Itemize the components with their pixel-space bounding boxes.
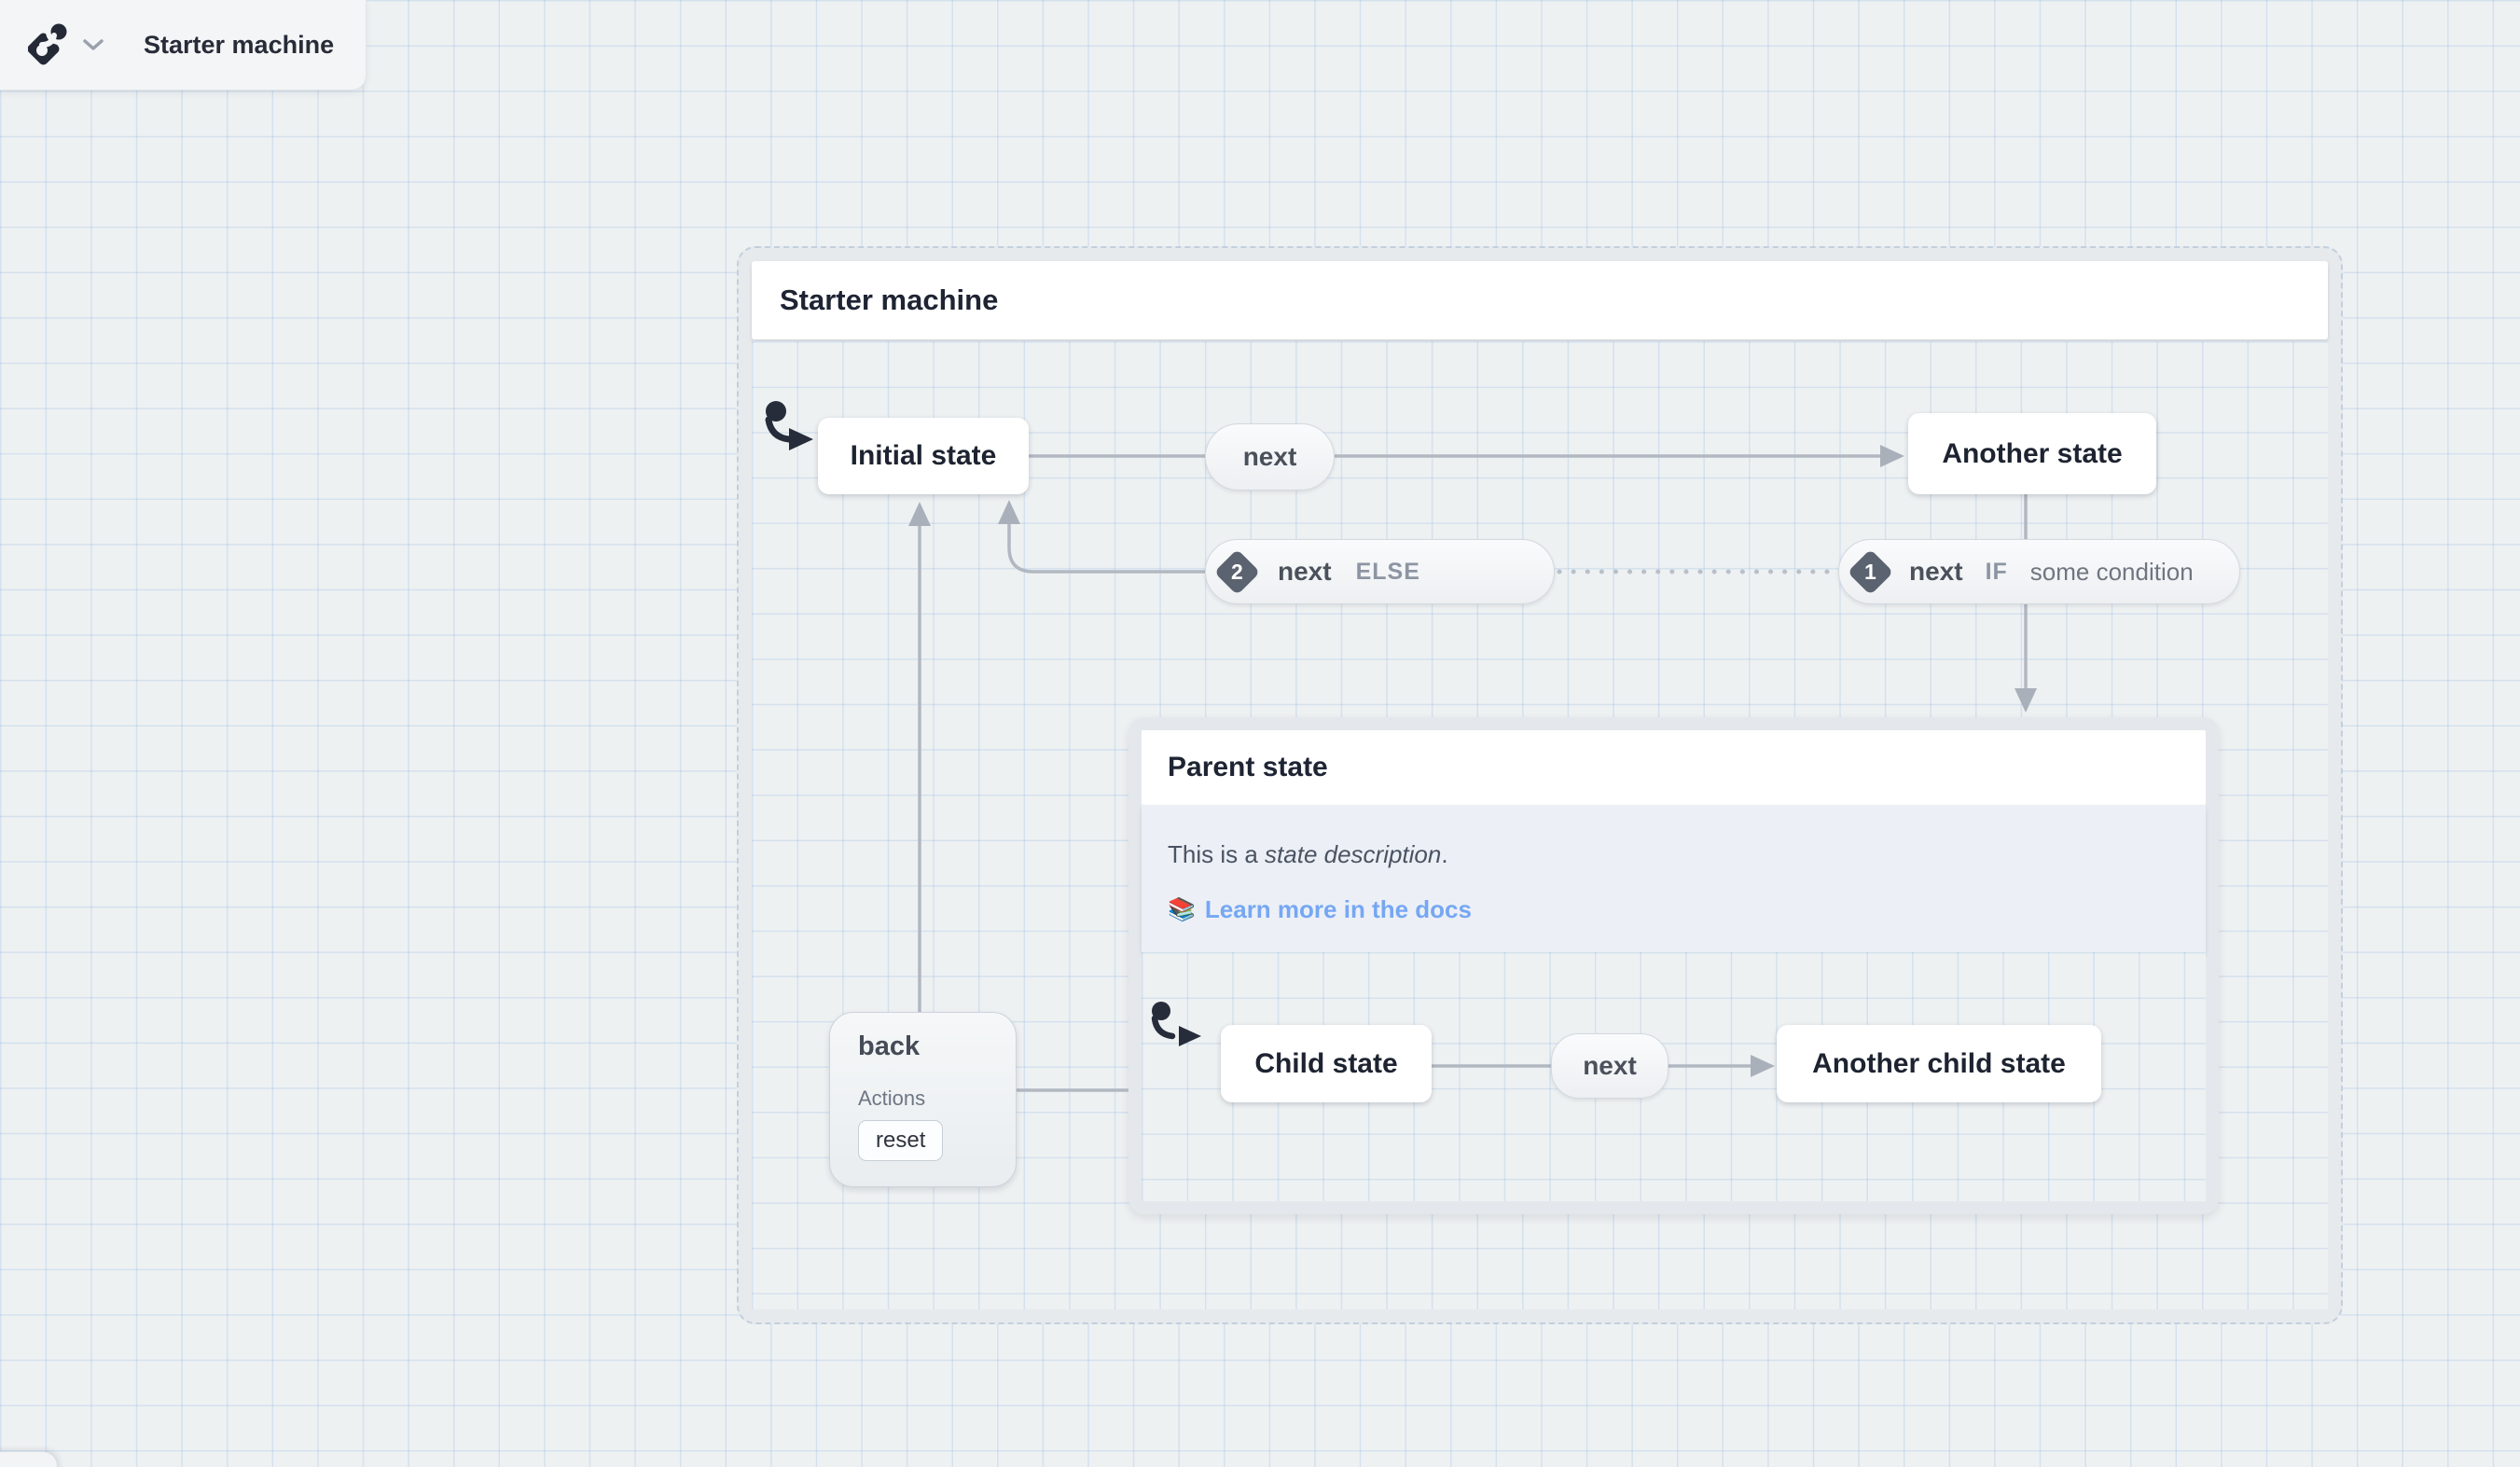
guard-keyword: ELSE <box>1355 558 1420 585</box>
transition-child-next[interactable]: next <box>1551 1033 1668 1099</box>
event-label: next <box>1583 1051 1637 1080</box>
state-child[interactable]: Child state <box>1221 1025 1432 1102</box>
app-header[interactable]: Starter machine <box>0 0 367 90</box>
transition-next-if[interactable]: 1 next IF some condition <box>1838 539 2240 604</box>
machine-card-title: Starter machine <box>780 284 999 316</box>
state-initial[interactable]: Initial state <box>818 418 1029 494</box>
state-parent[interactable]: Parent state This is a state description… <box>1128 717 2219 1214</box>
guard-condition: some condition <box>2029 557 2194 586</box>
state-another-child[interactable]: Another child state <box>1777 1025 2101 1102</box>
state-another[interactable]: Another state <box>1908 413 2156 494</box>
state-parent-description: This is a state description. 📚 Learn mor… <box>1142 805 2206 952</box>
description-text: This is a state description. <box>1168 840 1448 868</box>
event-label: next <box>1909 557 1963 586</box>
action-reset-chip[interactable]: reset <box>858 1120 944 1161</box>
guard-keyword: IF <box>1985 558 2008 585</box>
event-label: back <box>858 1031 921 1061</box>
transition-order-badge: 2 <box>1213 548 1261 595</box>
docs-link[interactable]: Learn more in the docs <box>1204 895 1472 923</box>
machine-selector-title[interactable]: Starter machine <box>144 30 335 59</box>
transition-back[interactable]: back Actions reset <box>829 1012 1017 1187</box>
transition-order-badge: 1 <box>1847 548 1894 595</box>
state-parent-header[interactable]: Parent state <box>1142 730 2206 805</box>
actions-label: Actions <box>858 1086 926 1110</box>
books-icon: 📚 <box>1168 897 1196 922</box>
chevron-down-icon[interactable] <box>82 37 104 52</box>
transition-next[interactable]: next <box>1205 423 1335 491</box>
machine-card-header[interactable]: Starter machine <box>752 261 2328 339</box>
event-label: next <box>1242 442 1297 471</box>
state-parent-title: Parent state <box>1168 752 1328 782</box>
stately-logo-icon[interactable] <box>28 20 69 70</box>
bottom-panel-corner <box>0 1451 58 1467</box>
event-label: next <box>1278 557 1332 586</box>
transition-next-else[interactable]: 2 next ELSE <box>1205 539 1555 604</box>
